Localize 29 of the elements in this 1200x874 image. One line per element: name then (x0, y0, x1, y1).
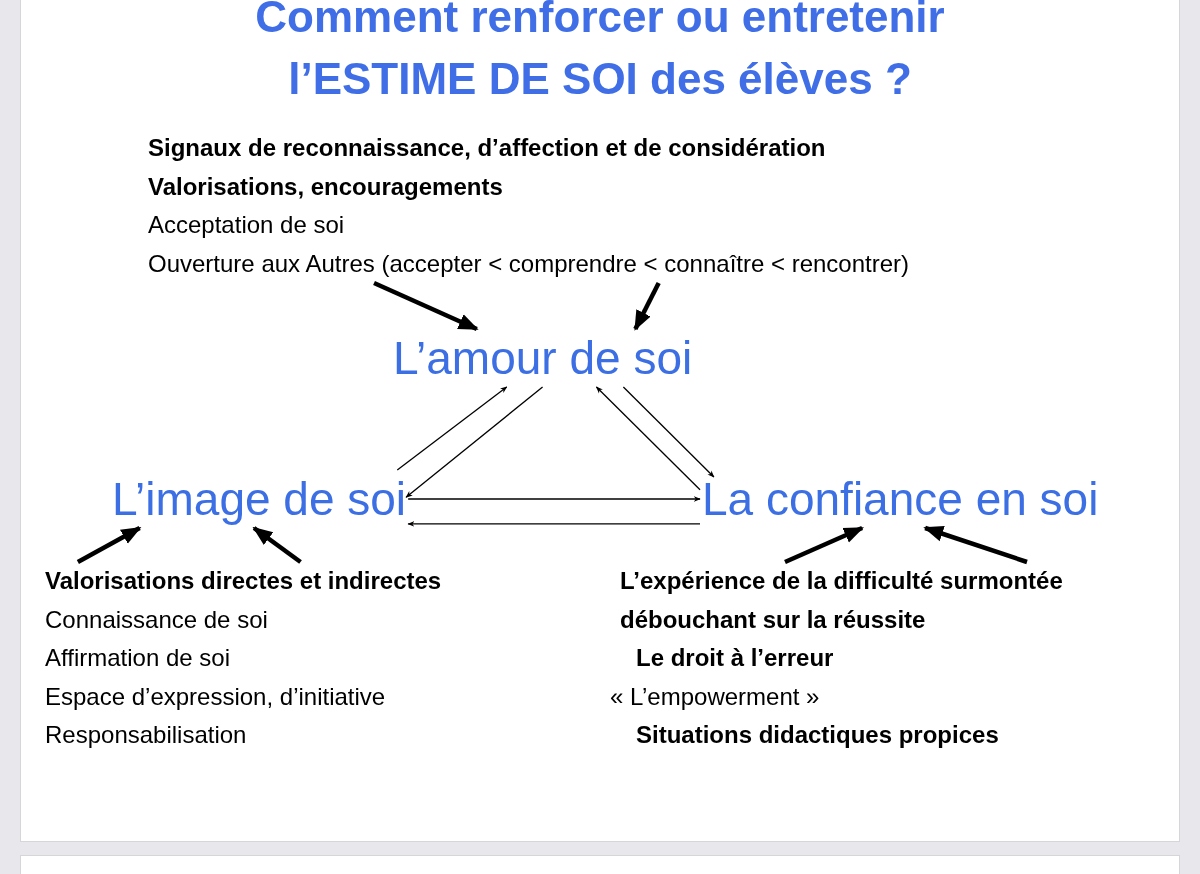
arrow (784, 525, 864, 565)
title: Comment renforcer ou entretenir l’ESTIME DE SOI des élèves ? (254, 0, 946, 105)
text-line: Acceptation de soi (148, 210, 346, 240)
arrow (407, 521, 701, 527)
arrow (252, 526, 302, 564)
text-line: Valorisations directes et indirectes (45, 566, 442, 596)
text-line: Le droit à l’erreur (635, 643, 835, 673)
arrow (622, 386, 715, 478)
arrow (396, 386, 508, 471)
arrow (923, 525, 1028, 565)
arrow (76, 526, 142, 564)
text-line: Espace d’expression, d’initiative (45, 681, 387, 712)
text-line: Signaux de reconnaissance, d’affection et de considération (148, 133, 827, 163)
text-line: « L’empowerment » (610, 681, 821, 712)
arrow (633, 282, 661, 331)
arrow (595, 386, 701, 491)
arrow (373, 280, 479, 332)
concept-label: L’image de soi (112, 472, 407, 527)
text-line: Responsabilisation (45, 720, 248, 750)
text-line: Situations didactiques propices (635, 720, 1000, 750)
arrow (407, 496, 701, 502)
text-line: Affirmation de soi (45, 643, 231, 673)
text-line: L’expérience de la difficulté surmontée débouchant sur la réussite (619, 566, 1064, 635)
arrow (405, 386, 544, 498)
concept-label: La confiance en soi (702, 472, 1099, 527)
concept-label: L’amour de soi (393, 331, 693, 386)
text-line: Connaissance de soi (45, 604, 269, 635)
text-line: Valorisations, encouragements (148, 171, 504, 202)
text-line: Ouverture aux Autres (accepter < comprendre < connaître < rencontrer) (148, 248, 910, 279)
